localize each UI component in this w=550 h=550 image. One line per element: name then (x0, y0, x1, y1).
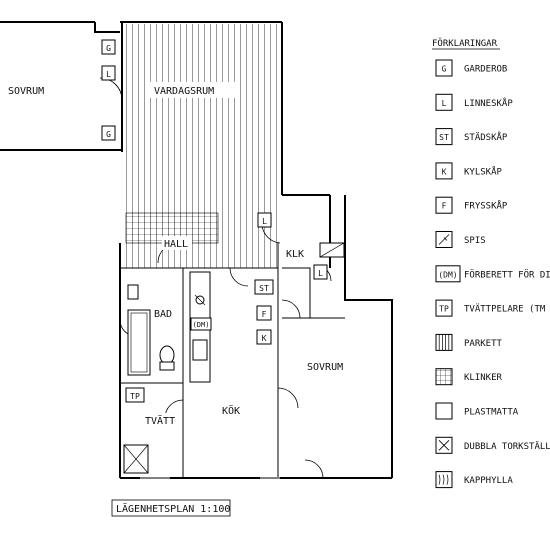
svg-text:TP: TP (130, 392, 140, 401)
legend-code-tp (435, 299, 453, 317)
legend-item: (DM) FÖRBERETT FÖR DIS (435, 265, 550, 283)
plan-title-frame (111, 499, 231, 517)
legend-label: STÄDSKÅP (464, 131, 508, 143)
legend-code-k (435, 162, 453, 180)
door-bedroom-right (281, 299, 301, 319)
legend-code: L (442, 99, 447, 108)
svg-text:L: L (262, 217, 267, 226)
legend-code-st (435, 128, 453, 146)
legend-item: KLINKER (435, 368, 503, 386)
legend-code: TP (439, 305, 449, 314)
fixture-dm: (DM) (190, 317, 212, 331)
legend-item: F FRYSSKÅP (435, 196, 508, 214)
room-label-laundry: TVÄTT (145, 414, 175, 427)
legend-label: PLASTMATTA (464, 408, 519, 418)
door-bedroom-left (99, 77, 123, 101)
fixture-g-1: G (101, 39, 116, 55)
svg-text:L: L (318, 269, 323, 278)
toilet (159, 345, 175, 365)
legend: FÖRKLARINGAR (432, 38, 500, 50)
legend-items: G GARDEROB L LINNESKÅP ST STÄDSKÅP K KYLSKÅP F FR… (435, 59, 550, 489)
legend-label: KYLSKÅP (464, 165, 503, 177)
legend-item: K KYLSKÅP (435, 162, 503, 180)
fixture-g-2: G (101, 125, 116, 141)
legend-label: FÖRBERETT FÖR DIS (464, 269, 550, 280)
room-label-bedroom-left: SOVRUM (8, 86, 44, 97)
bathtub (127, 309, 151, 376)
legend-label: GARDEROB (464, 65, 507, 75)
room-label-bath: BAD (154, 309, 172, 320)
svg-text:ST: ST (259, 284, 269, 293)
wall-east-outer (344, 195, 393, 478)
vinyl-icon (435, 402, 453, 420)
legend-item: DUBBLA TORKSTÄLL (435, 436, 550, 454)
room-label-closet: KLK (286, 249, 304, 260)
fixture-l-2: L (257, 212, 272, 228)
room-label-kitchen: KÖK (222, 404, 240, 417)
legend-label: PARKETT (464, 339, 503, 349)
fixture-st: ST (254, 279, 274, 295)
fixture-k: K (256, 329, 272, 345)
legend-label: TVÄTTPELARE (TM + (464, 304, 550, 315)
svg-text:G: G (106, 44, 111, 53)
room-label-bedroom-right: SOVRUM (307, 362, 343, 373)
legend-label: LINNESKÅP (464, 97, 513, 109)
legend-item: PARKETT (435, 333, 503, 351)
svg-text:(DM): (DM) (193, 321, 210, 329)
legend-code: ST (439, 133, 449, 142)
legend-title: FÖRKLARINGAR (432, 38, 498, 49)
legend-item: KAPPHYLLA (435, 471, 513, 489)
wall-klk-box (282, 267, 311, 318)
sink-bath (127, 284, 139, 300)
legend-label: KLINKER (464, 373, 503, 383)
plan-title: LÄGENHETSPLAN 1:100 (116, 502, 230, 515)
legend-item: ST STÄDSKÅP (435, 128, 508, 146)
parquet-icon (435, 333, 453, 351)
legend-item: G GARDEROB (435, 59, 507, 77)
legend-code: K (442, 167, 447, 176)
door-bedroom-bottom (304, 459, 324, 479)
fixture-tp: TP (125, 387, 145, 403)
wall-top-notch (94, 22, 120, 33)
legend-label: FRYSSKÅP (464, 200, 508, 212)
legend-code-l (435, 93, 453, 111)
legend-item: PLASTMATTA (435, 402, 519, 420)
svg-text:G: G (106, 130, 111, 139)
legend-label: DUBBLA TORKSTÄLL (464, 441, 550, 452)
fixture-l-3: L (313, 264, 328, 280)
legend-code-dm (435, 265, 461, 283)
svg-text:L: L (106, 70, 111, 79)
room-label-living: VARDAGSRUM (154, 86, 214, 97)
door-kitchen-top (229, 267, 249, 287)
legend-item: SPIS (435, 231, 486, 248)
legend-item: TP TVÄTTPELARE (TM + (435, 299, 550, 317)
door-kitchen (277, 387, 299, 409)
svg-text:K: K (262, 334, 267, 343)
fixture-f: F (256, 305, 272, 321)
legend-code: (DM) (438, 270, 457, 279)
svg-text:F: F (262, 310, 267, 319)
legend-code-f (435, 196, 453, 214)
room-label-hall: HALL (164, 239, 188, 250)
legend-item: L LINNESKÅP (435, 93, 513, 111)
fixture-l-1: L (101, 65, 116, 81)
legend-label: KAPPHYLLA (464, 476, 513, 486)
legend-code-g (435, 59, 453, 77)
sink-kitchen (192, 339, 208, 361)
legend-code: G (442, 65, 447, 74)
legend-code: F (442, 202, 447, 211)
legend-label: SPIS (464, 236, 486, 246)
